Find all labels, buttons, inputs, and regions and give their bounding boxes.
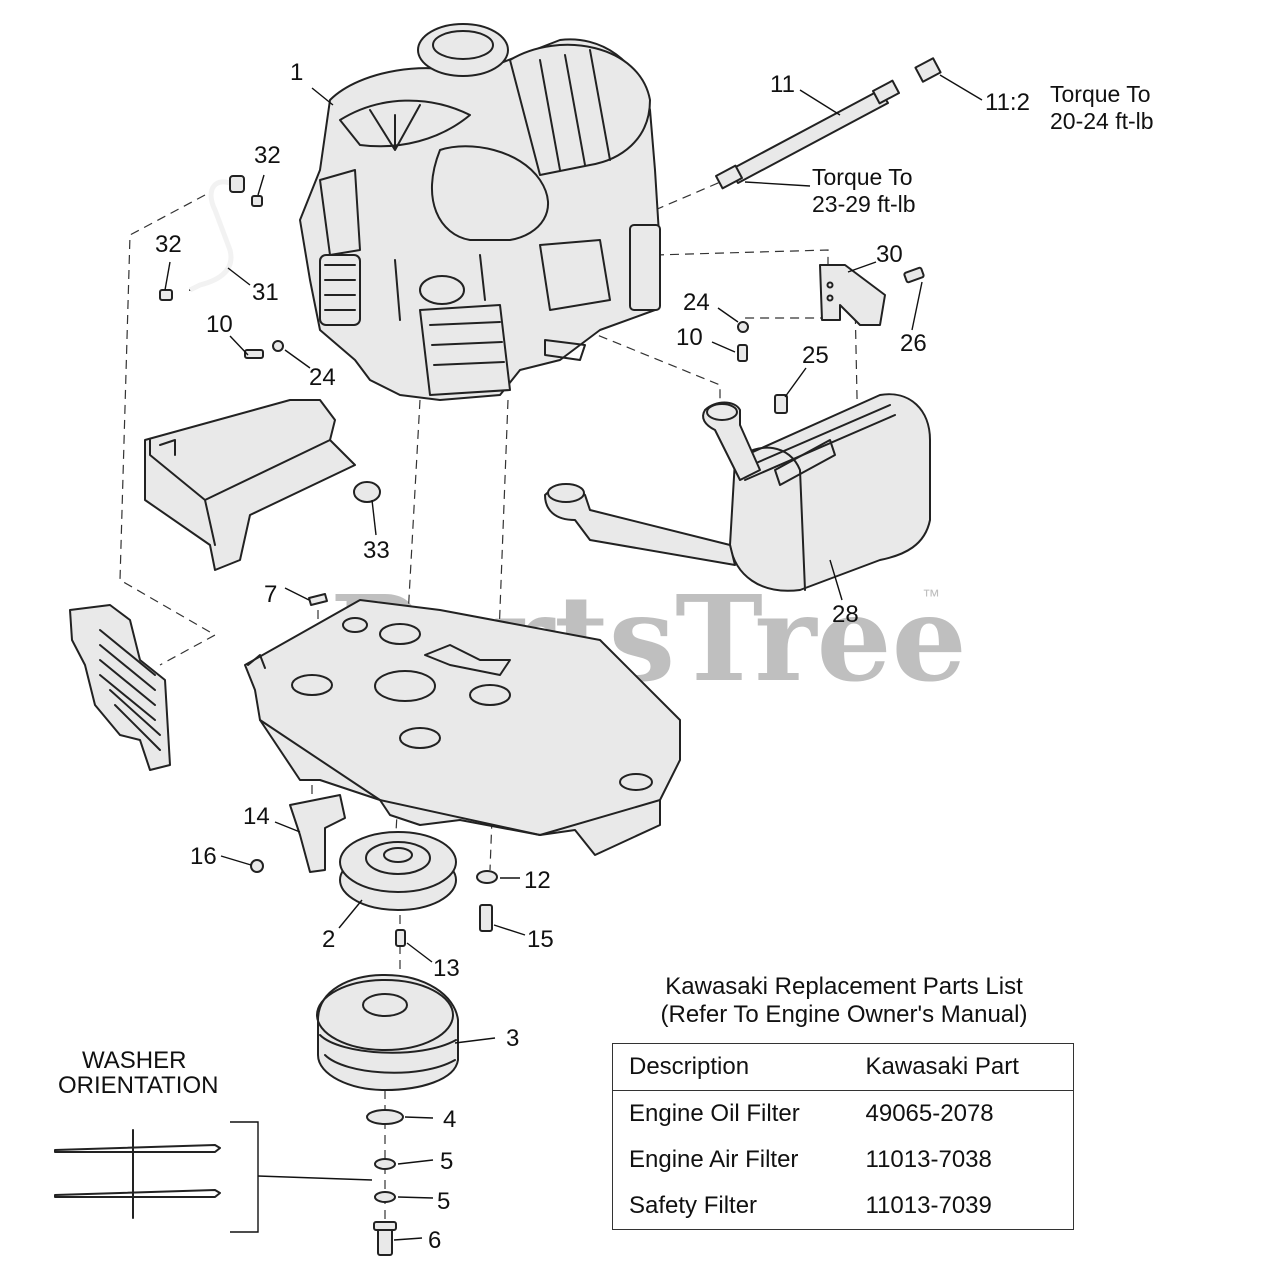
parts-list-title: Kawasaki Replacement Parts List (Refer T… [612, 973, 1076, 1029]
engine-plate [244, 599, 681, 856]
callout-28: 28 [832, 601, 859, 628]
callout-4: 4 [443, 1106, 456, 1133]
washer-orientation-line1: WASHER [82, 1047, 186, 1074]
washers-and-bolt [366, 1109, 404, 1256]
callout-16: 16 [190, 843, 217, 870]
callout-30: 30 [876, 241, 903, 268]
washer-orientation-line2: ORIENTATION [58, 1072, 218, 1099]
row-part-number: 49065-2078 [865, 1100, 994, 1127]
callout-10-right: 10 [676, 324, 703, 351]
parts-table: Description Kawasaki Part Engine Oil Fil… [612, 1043, 1074, 1230]
torque-note-lower-line2: 23-29 ft-lb [812, 191, 916, 217]
callout-11: 11 [770, 71, 795, 98]
callout-24-right: 24 [683, 289, 710, 316]
callout-13: 13 [433, 955, 460, 982]
callout-25: 25 [802, 342, 829, 369]
row-description: Engine Air Filter [629, 1146, 799, 1173]
header-description: Description [629, 1053, 750, 1080]
heat-shield [144, 399, 356, 571]
callout-32-upper: 32 [254, 142, 281, 169]
callout-1: 1 [290, 59, 303, 86]
header-kawasaki-part: Kawasaki Part [865, 1053, 1019, 1080]
callout-labels: 1 11 11:2 32 32 31 10 24 30 24 10 26 25 … [155, 59, 1030, 1254]
callout-32-lower: 32 [155, 231, 182, 258]
callout-6: 6 [428, 1227, 441, 1254]
torque-note-upper-line2: 20-24 ft-lb [1050, 108, 1154, 134]
callout-10-left: 10 [206, 311, 233, 338]
row-description: Safety Filter [629, 1192, 758, 1219]
callout-14: 14 [243, 803, 270, 830]
table-row: Engine Air Filter 11013-7038 [613, 1137, 1074, 1183]
breather-hose [159, 175, 263, 301]
callout-2: 2 [322, 926, 335, 953]
row-description: Engine Oil Filter [629, 1100, 800, 1127]
fasteners [244, 266, 925, 947]
callout-3: 3 [506, 1025, 519, 1052]
kawasaki-parts-list: Kawasaki Replacement Parts List (Refer T… [612, 973, 1076, 1230]
watermark-trademark: ™ [922, 586, 940, 606]
callout-26: 26 [900, 330, 927, 357]
exhaust-pipe [715, 57, 942, 190]
callout-5-lower: 5 [437, 1188, 450, 1215]
parts-table-header-row: Description Kawasaki Part [612, 1044, 1074, 1091]
torque-note-lower-line1: Torque To [812, 164, 913, 190]
row-part-number: 11013-7039 [865, 1192, 992, 1219]
callout-24-left: 24 [309, 364, 336, 391]
leader-lines [164, 74, 983, 1241]
side-guard [69, 604, 171, 771]
callout-12: 12 [524, 867, 551, 894]
callout-31: 31 [252, 279, 279, 306]
table-row: Engine Oil Filter 49065-2078 [613, 1091, 1074, 1138]
muffler-assembly [544, 393, 931, 592]
callout-7: 7 [264, 581, 277, 608]
parts-list-title-line1: Kawasaki Replacement Parts List [665, 973, 1023, 1000]
callout-33: 33 [363, 537, 390, 564]
callout-11-2: 11:2 [985, 89, 1030, 116]
electric-clutch [316, 974, 459, 1091]
parts-list-title-line2: (Refer To Engine Owner's Manual) [660, 1001, 1028, 1028]
pulley [339, 831, 457, 911]
table-row: Safety Filter 11013-7039 [613, 1183, 1074, 1230]
row-part-number: 11013-7038 [865, 1146, 992, 1173]
bracket-14 [289, 794, 346, 873]
bracket-30 [819, 264, 886, 326]
callout-5-upper: 5 [440, 1148, 453, 1175]
callout-15: 15 [527, 926, 554, 953]
torque-notes: Torque To 20-24 ft-lb Torque To 23-29 ft… [812, 81, 1154, 217]
engine-assembly [299, 23, 661, 401]
torque-note-upper-line1: Torque To [1050, 81, 1151, 107]
washer-orientation-detail: WASHER ORIENTATION [54, 1047, 373, 1233]
